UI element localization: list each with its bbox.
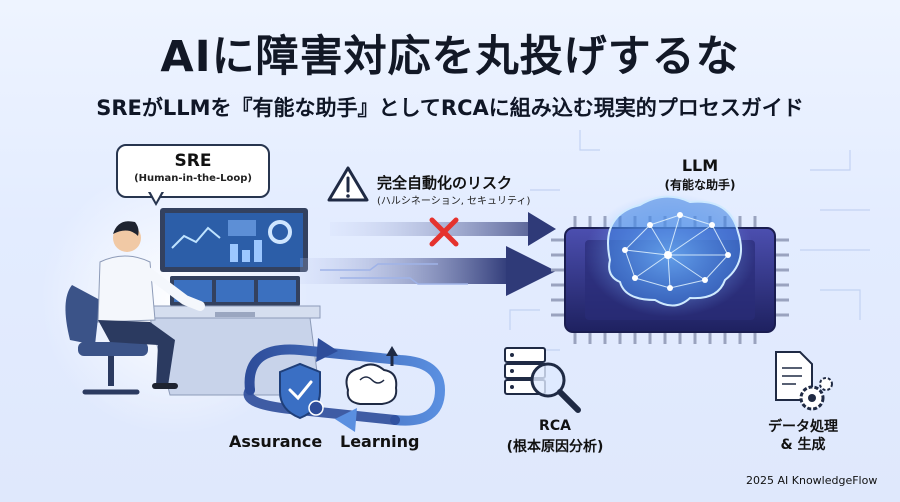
brain-gear-icon (345, 346, 398, 405)
learning-label: Learning (340, 432, 420, 451)
blocked-arrow (330, 212, 556, 246)
footer-credit: 2025 AI KnowledgeFlow (746, 474, 878, 487)
page-title: AIに障害対応を丸投げするな (160, 32, 740, 82)
assurance-learning-loop (243, 338, 446, 432)
risk-detail: (ハルシネーション, セキュリティ) (377, 196, 531, 207)
risk-title: 完全自動化のリスク (377, 174, 513, 192)
circuit-traces (509, 130, 870, 351)
document-gear-icon (775, 351, 833, 411)
assurance-label: Assurance (229, 432, 323, 451)
sre-role-label: (Human-in-the-Loop) (134, 173, 252, 184)
data-processing-label: データ処理 (768, 419, 838, 435)
assist-arrow (300, 246, 556, 296)
neural-brain-icon (585, 193, 755, 317)
generation-label: & 生成 (780, 437, 826, 453)
sre-speech-bubble: SRE (Human-in-the-Loop) (116, 144, 270, 198)
sre-workstation (65, 208, 321, 396)
rca-label: RCA (539, 418, 571, 434)
warning-icon (327, 166, 369, 202)
sre-label: SRE (174, 151, 212, 171)
llm-label: LLM (681, 156, 719, 175)
bubble-tail-inner (150, 191, 162, 202)
shield-check-icon (279, 362, 324, 420)
cross-icon (429, 217, 459, 247)
llm-role-label: (有能な助手) (664, 178, 736, 192)
rca-role-label: (根本原因分析) (506, 439, 604, 455)
page-subtitle: SREがLLMを『有能な助手』としてRCAに組み込む現実的プロセスガイド (96, 96, 804, 120)
server-search-icon (504, 347, 581, 413)
